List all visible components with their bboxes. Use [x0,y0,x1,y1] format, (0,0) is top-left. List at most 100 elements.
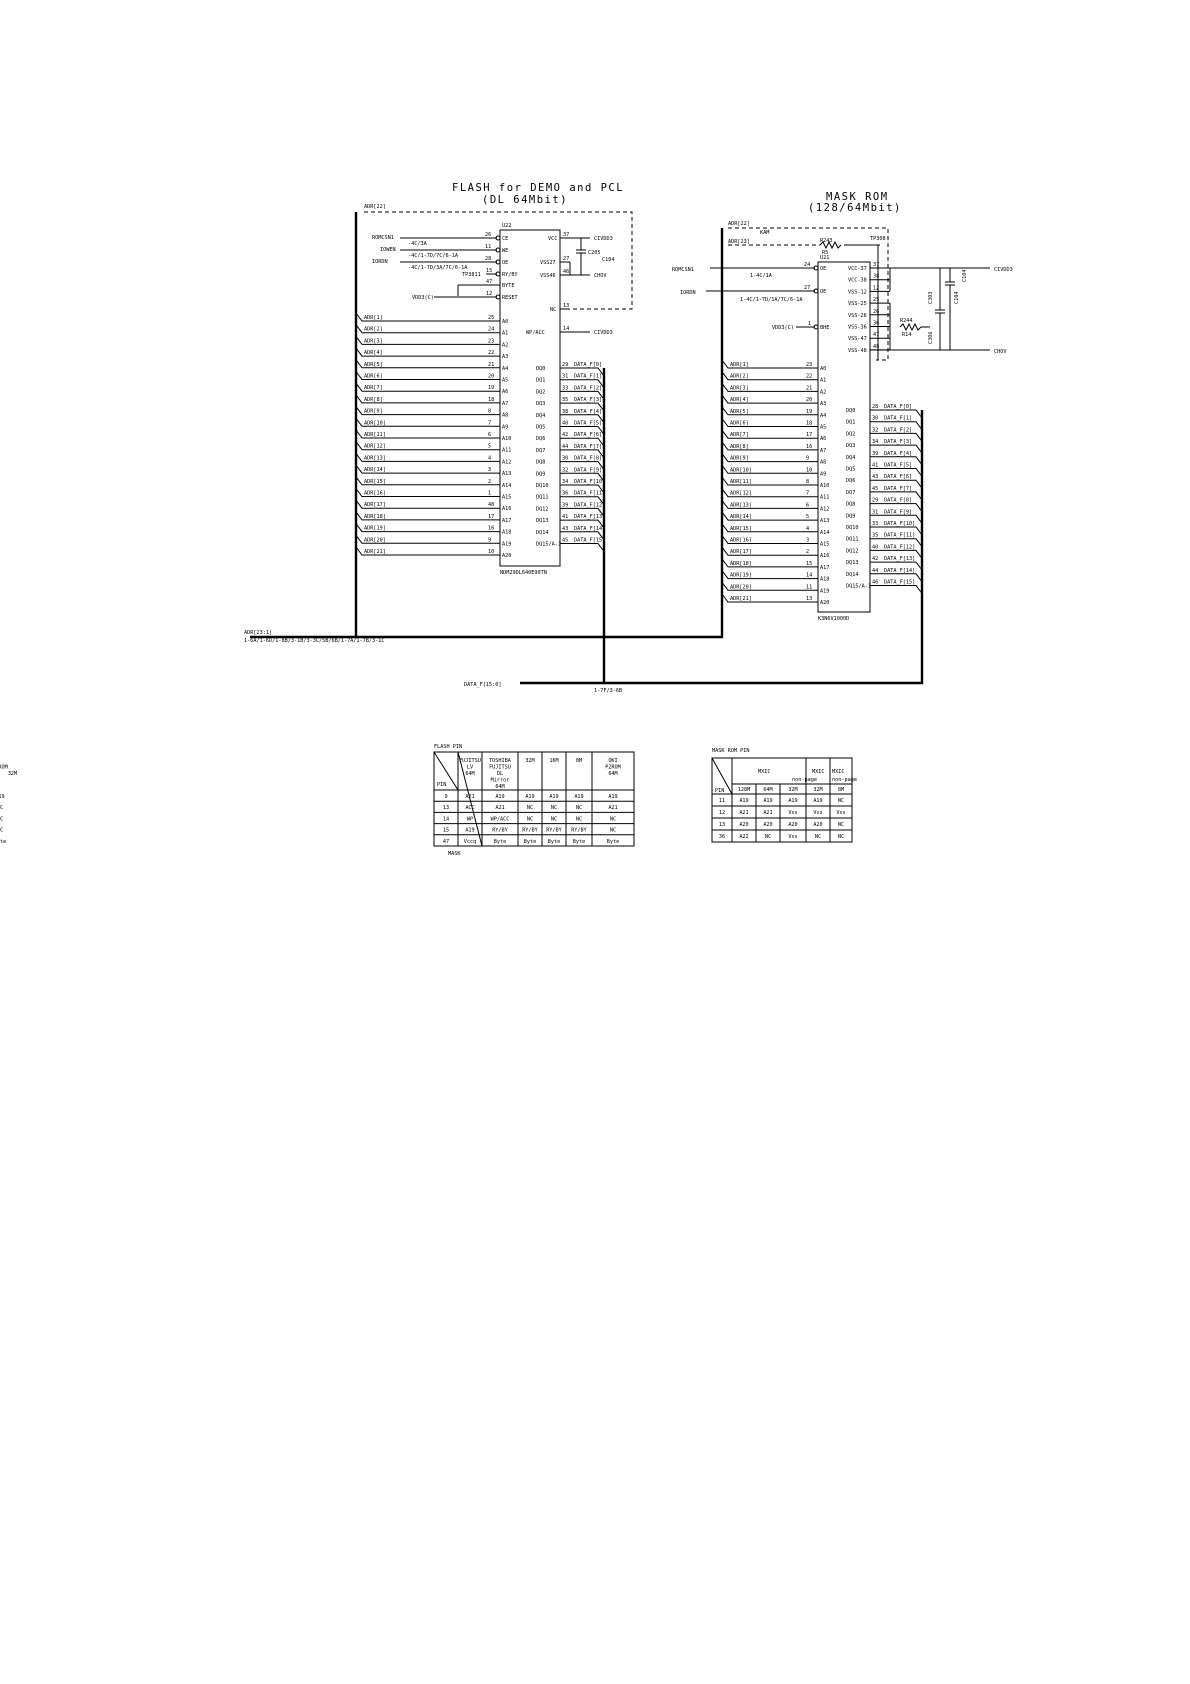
pin-name: DQ10 [536,483,549,489]
flash-table-pin-header: PIN [437,782,446,788]
pin-name: A1 [502,331,508,337]
maskrom-block: MASK ROM (128/64Mbit) ADR[22] KAM ADR[23… [672,191,1013,622]
pin-num: 35 [872,533,878,539]
table-cell: NC [765,834,771,840]
table-cell: 13 [443,805,449,811]
net-label: ADR[19] [730,573,752,579]
pin-name: DQ0 [846,408,855,414]
table-cell: Byte [573,839,586,845]
pin-name: A6 [502,389,508,395]
pin-name: A13 [502,471,511,477]
pin-name: A11 [502,448,511,454]
flash-bus-label: ADR[22] [364,204,386,210]
net-label: DATA_F[13] [884,556,915,562]
table-cell: 12 [719,810,725,816]
pin-name: DQ6 [536,436,545,442]
pin-num: 16 [806,444,812,450]
pin-name: A20 [502,553,511,559]
pin-name: DQ6 [846,478,855,484]
pin-num: 1 [808,321,811,327]
pin-name: DQ8 [846,502,855,508]
flash-table-grid [434,752,634,846]
pin-name: VCC-38 [848,278,867,284]
pin-name: DQ12 [846,548,859,554]
flash-ctrl-1: ROMCSN1 -4C/3A 26 CE [372,232,508,247]
pin-name: DQ3 [536,401,545,407]
maskrom-power-pins: CIVDD3 CHOV C303 C104 C306 C104 R244 R14… [848,262,1013,355]
table-cell: 36 [719,834,725,840]
net-label: ADR[15] [730,526,752,532]
pin-num: 17 [806,432,812,438]
r2-value: R14 [902,332,911,338]
kam-label: KAM [760,230,769,236]
net-label: CIVDD3 [594,236,613,242]
net-label: ADR[12] [364,444,386,450]
table-cell: RY/BY [571,828,587,834]
mask-table-header: 128M [738,787,751,793]
pin-num: 41 [872,463,878,469]
pin-name: DQ15/A-1 [536,542,561,548]
pin-num: 11 [806,584,812,590]
pin-name: A9 [820,471,826,477]
pin-name: DQ5 [536,425,545,431]
ctrl-ref: 1-4C/1-7D/1A/7C/6-1A [740,297,803,303]
r1-label: R243 [820,238,833,244]
pin-name: DQ15/A-1 [846,584,871,590]
pin-num: 37 [873,262,879,268]
vdd-label: VDD3(C) [412,295,434,301]
net-label: DATA_F[9] [884,509,912,515]
net-label: ADR[12] [730,491,752,497]
net-label: DATA_F[5] [884,463,912,469]
flash-block: FLASH for DEMO and PCL (DL 64Mbit) ADR[2… [355,182,633,576]
table-cell: NC [838,822,844,828]
pin-num: 7 [806,491,809,497]
net-label: ADR[3] [730,385,749,391]
table-cell: A19 [788,798,797,804]
pin-name: A4 [820,413,826,419]
pin-num: 30 [872,416,878,422]
ctrl-ref: -4C/3A [408,241,428,247]
pin-name: VSS-26 [848,313,867,319]
table-cell: Vss [788,810,797,816]
table-cell: NC [0,805,3,811]
table-cell: 9 [444,794,447,800]
pin-name: A0 [820,366,826,372]
pin-name: A15 [502,495,511,501]
gnd-net: CHOV [994,349,1007,355]
table-cell: A19 [525,794,534,800]
pin-name: A2 [820,389,826,395]
table-cell: A21 [465,794,474,800]
cap-ref: C205 [588,250,601,256]
pin-name: WP/ACC [526,330,545,336]
table-cell: NC [610,828,616,834]
pin-name: A18 [820,577,829,583]
pin-num: 4 [488,455,491,461]
pin-name: DQ1 [536,378,545,384]
pin-num: 21 [806,385,812,391]
net-label: DATA_F[3] [574,397,602,403]
table-cell: Vccq [464,839,477,845]
pin-num: 44 [562,444,568,450]
